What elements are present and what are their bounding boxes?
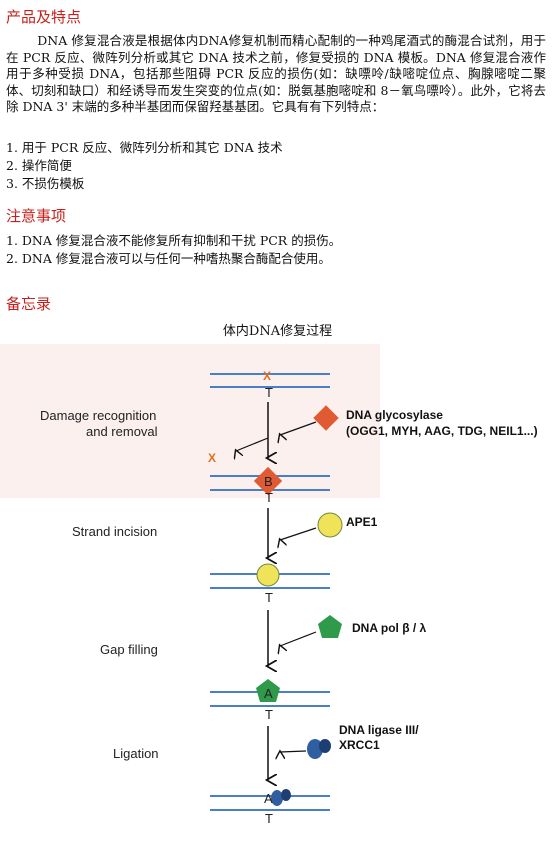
base-t: T	[265, 811, 273, 826]
base-a: A	[264, 686, 273, 701]
ligase-icon	[307, 739, 323, 759]
feature-item-3: 3. 不损伤模板	[6, 176, 85, 191]
enzyme-arrow	[280, 751, 307, 752]
enzyme-arrow	[280, 527, 317, 540]
step-label-gap: Gap filling	[100, 642, 158, 657]
enzyme-arrow	[280, 421, 317, 435]
incised-site-icon	[256, 563, 280, 587]
enzyme-glycosylase: DNA glycosylase	[346, 408, 443, 422]
enzyme-glycosylase-examples: (OGG1, MYH, AAG, TDG, NEIL1...)	[346, 424, 538, 438]
product-description: DNA 修复混合液是根据体内DNA修复机制而精心配制的一种鸡尾酒式的酶混合试剂，…	[6, 33, 546, 114]
base-b: B	[264, 474, 273, 489]
feature-item-2: 2. 操作简便	[6, 158, 72, 173]
dna-strand-damaged: X T	[210, 369, 330, 400]
diagram-caption: 体内DNA修复过程	[222, 324, 333, 339]
enzyme-polymerase: DNA pol β / λ	[352, 621, 427, 635]
base-t: T	[265, 707, 273, 722]
base-removed: X	[208, 451, 216, 465]
enzyme-arrow	[280, 631, 317, 646]
dna-repair-diagram: X T Damage recognition and removal DNA g…	[40, 369, 538, 826]
base-t: T	[265, 490, 273, 505]
xrcc1-icon	[319, 739, 331, 753]
step-label-damage: Damage recognition	[40, 408, 156, 423]
section-title-notes: 注意事项	[6, 207, 67, 225]
enzyme-ape1: APE1	[346, 515, 378, 529]
glycosylase-icon	[313, 405, 339, 431]
polymerase-icon	[318, 615, 342, 638]
note-item-1: 1. DNA 修复混合液不能修复所有抑制和干扰 PCR 的损伤。	[6, 233, 342, 248]
base-t: T	[265, 385, 273, 400]
base-damaged: X	[263, 369, 271, 383]
removal-arrow	[236, 437, 269, 451]
section-title-features: 产品及特点	[6, 8, 82, 26]
feature-item-1: 1. 用于 PCR 反应、微阵列分析和其它 DNA 技术	[6, 140, 283, 155]
section-title-memo: 备忘录	[6, 295, 52, 313]
enzyme-ligase: DNA ligase III/	[339, 723, 419, 737]
xrcc1-bound-icon	[281, 789, 291, 801]
dna-strand-incised: T	[210, 563, 330, 605]
enzyme-xrcc1: XRCC1	[339, 738, 380, 752]
ligase-bound-icon	[271, 790, 283, 806]
step-label-incision: Strand incision	[72, 524, 157, 539]
dna-strand-abasic: B T	[210, 466, 330, 505]
step-label-removal: and removal	[86, 424, 158, 439]
filled-site-icon	[256, 679, 280, 702]
step-label-ligation: Ligation	[113, 746, 159, 761]
base-a: A	[264, 791, 273, 806]
ape1-icon	[317, 512, 343, 538]
note-item-2: 2. DNA 修复混合液可以与任何一种嗜热聚合酶配合使用。	[6, 251, 331, 266]
dna-strand-filled: A T	[210, 679, 330, 722]
dna-strand-repaired: A T	[210, 789, 330, 826]
base-t: T	[265, 590, 273, 605]
